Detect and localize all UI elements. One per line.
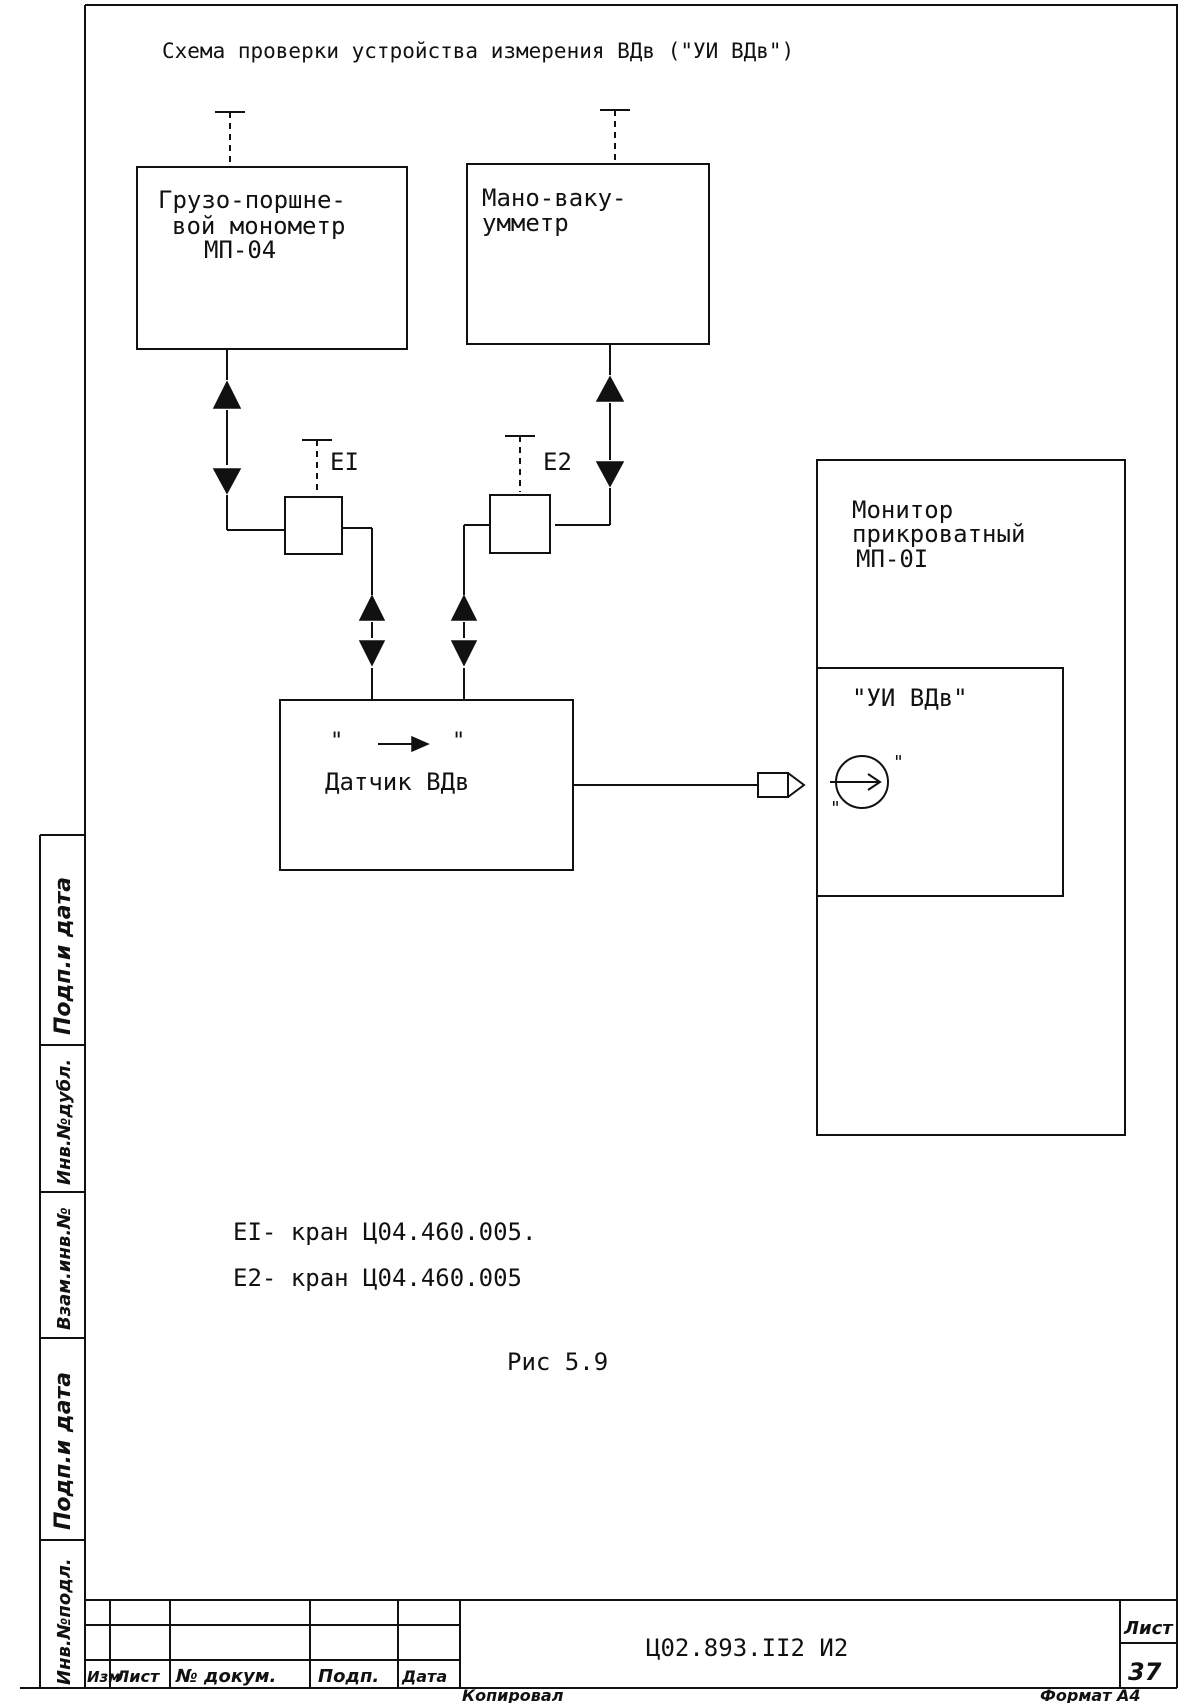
gauge-label-line3: МП-04 <box>204 236 276 264</box>
sheet-label: Лист <box>1123 1618 1174 1639</box>
symbol-quote-left: " <box>830 798 841 819</box>
sensor-label: Датчик ВДв <box>325 768 470 796</box>
sheet-frame <box>20 4 1178 1689</box>
side-stamp: Инв.№подл. Подп.и дата Взам.инв.№ Инв.№д… <box>39 834 85 1688</box>
connector-icon <box>757 772 789 798</box>
arrow-down-manovac <box>595 461 625 488</box>
arrow-up-gauge <box>212 380 242 409</box>
stamp-podp-data-1: Подп.и дата <box>51 1372 76 1530</box>
monitor-label-line3: МП-0I <box>856 545 928 573</box>
arrow-down-gauge <box>212 468 242 495</box>
sensor-cable <box>573 772 806 798</box>
footer-copied: Копировал <box>462 1686 564 1703</box>
stamp-podp-data-2: Подп.и дата <box>51 877 76 1035</box>
monitor-label-line1: Монитор <box>852 496 953 524</box>
monitor-label-line2: прикроватный <box>852 520 1025 548</box>
uivdv-block: "УИ ВДв" " " <box>816 667 1064 897</box>
manovac-label-line1: Мано-ваку- <box>482 184 627 212</box>
footer-format: Формат А4 <box>1040 1686 1141 1703</box>
tb-header-doc: № докум. <box>175 1666 276 1687</box>
sensor-arrow-icon <box>411 735 430 753</box>
arrow-up-right-branch <box>450 594 478 621</box>
monitor-block: Монитор прикроватный МП-0I <box>816 459 1126 1136</box>
uivdv-label: "УИ ВДв" <box>852 684 968 712</box>
gauge-block: Грузо-поршне- вой монометр МП-04 <box>136 166 408 350</box>
manovacuum-block: Мано-ваку- умметр <box>466 163 710 345</box>
stamp-inv-dubl: Инв.№дубл. <box>54 1059 75 1185</box>
tb-header-podp: Подп. <box>318 1666 379 1687</box>
tb-header-data: Дата <box>401 1667 447 1686</box>
sensor-quote-left: " <box>330 729 343 754</box>
valve-e2-label: E2 <box>543 448 572 476</box>
sensor-block: " " Датчик ВДв <box>279 699 574 871</box>
manovac-label-line2: умметр <box>482 209 569 237</box>
arrow-up-manovac <box>595 375 625 402</box>
diagram-title: Схема проверки устройства измерения ВДв … <box>162 39 794 63</box>
gauge-label-line1: Грузо-поршне- <box>158 186 346 214</box>
sheet-number: 37 <box>1128 1658 1162 1686</box>
stamp-inv-podl: Инв.№подл. <box>54 1558 75 1685</box>
arrow-down-right-branch <box>450 640 478 667</box>
legend-e1: EI- кран Ц04.460.005. <box>233 1218 536 1246</box>
title-block: Изм Лист № докум. Подп. Дата Ц02.893.II2… <box>85 1599 1177 1703</box>
pressure-lines <box>212 344 625 700</box>
symbol-quote-right: " <box>893 752 904 773</box>
tb-header-list: Лист <box>115 1667 161 1686</box>
valve-e1-label: EI <box>330 448 359 476</box>
tb-header-izm: Изм <box>87 1668 121 1686</box>
document-number: Ц02.893.II2 И2 <box>646 1634 848 1662</box>
arrow-down-left-branch <box>358 640 386 667</box>
stamp-vzam-inv: Взам.инв.№ <box>54 1207 75 1330</box>
supply-symbols <box>215 109 630 492</box>
sensor-quote-right: " <box>452 729 465 754</box>
arrow-up-left-branch <box>358 594 386 621</box>
valve-e2: E2 <box>489 448 572 554</box>
gauge-label-line2: вой монометр <box>172 212 345 240</box>
figure-caption: Рис 5.9 <box>507 1348 608 1376</box>
legend-e2: E2- кран Ц04.460.005 <box>233 1264 522 1292</box>
valve-e1: EI <box>284 448 359 555</box>
